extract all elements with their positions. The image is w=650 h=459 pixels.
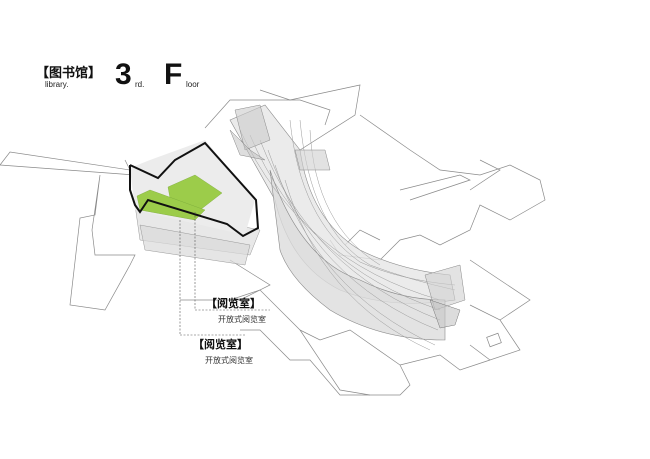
room-description: 开放式阅览室 (218, 315, 266, 324)
floor-word: loor (186, 80, 200, 89)
room-name: 【阅览室】 (206, 297, 261, 310)
floor-number: 3 (115, 58, 132, 91)
reading-room-label-1: 【阅览室】 开放式阅览室 (206, 295, 266, 325)
leader-lines (179, 212, 270, 336)
title-chinese: 【图书馆】 (36, 66, 102, 81)
title-english: library. (45, 80, 69, 89)
library-outline (129, 141, 260, 238)
floor-letter: F (164, 58, 183, 91)
curved-building (229, 104, 466, 351)
room-description: 开放式阅览室 (205, 356, 253, 365)
room-name: 【阅览室】 (193, 338, 248, 351)
reading-room-label-2: 【阅览室】 开放式阅览室 (193, 336, 253, 366)
floor-suffix: rd. (135, 80, 145, 89)
